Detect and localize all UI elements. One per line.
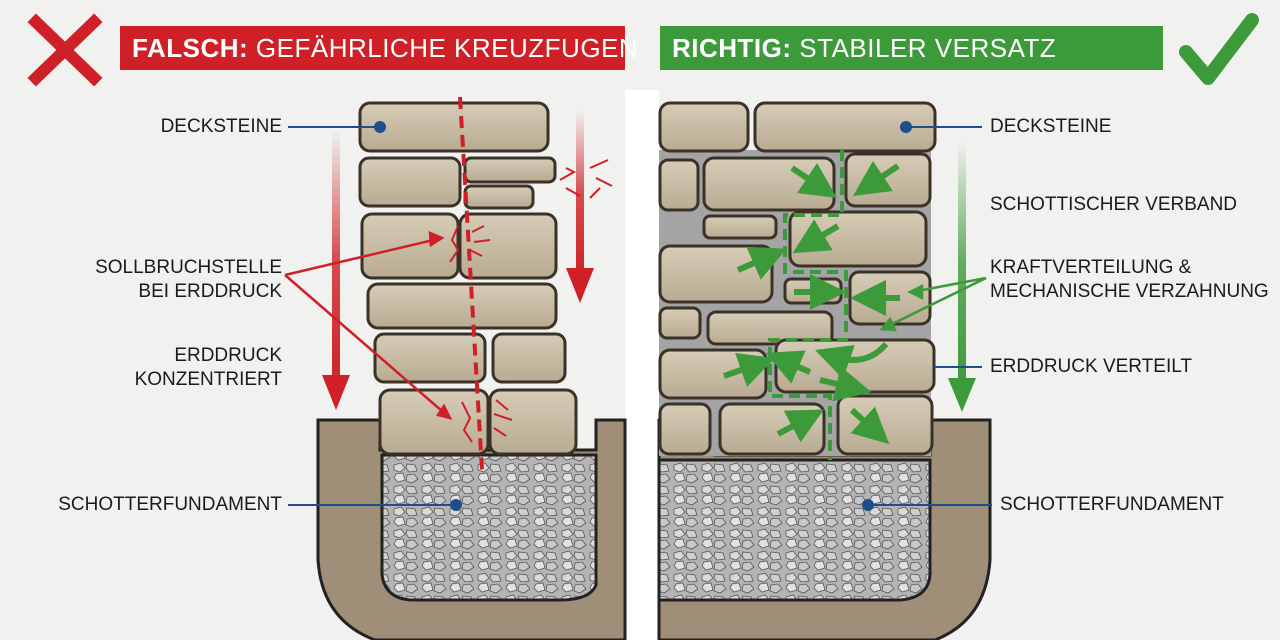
banner-right-strong: RICHTIG:	[672, 33, 792, 63]
right-gravel	[657, 458, 932, 602]
banner-wrong-strong: FALSCH:	[132, 33, 249, 63]
left-wall-stones	[358, 101, 578, 456]
label-erddruck-verteilt: ERDDRUCK VERTEILT	[990, 356, 1192, 377]
cracks	[449, 159, 613, 443]
banner-right: RICHTIG: STABILER VERSATZ	[660, 26, 1163, 70]
label-decksteine-right: DECKSTEINE	[990, 116, 1112, 137]
label-sollbruch-line2: BEI ERDDRUCK	[138, 281, 282, 302]
leader-lines	[288, 121, 992, 511]
cross-icon	[27, 13, 103, 87]
label-schotter-left: SCHOTTERFUNDAMENT	[58, 494, 282, 515]
versatz-line	[768, 150, 848, 460]
right-pressure-arrow	[948, 140, 976, 412]
kraft-pointers	[879, 276, 987, 332]
sollbruch-pointers	[284, 231, 453, 420]
force-arrows	[723, 161, 900, 445]
label-erddruck-line1: ERDDRUCK	[174, 345, 282, 366]
banner-wrong: FALSCH: GEFÄHRLICHE KREUZFUGEN	[120, 26, 638, 70]
label-sollbruch-line1: SOLLBRUCHSTELLE	[95, 257, 282, 278]
label-kraft-line1: KRAFTVERTEILUNG &	[990, 257, 1192, 278]
label-erddruck-konzentriert: ERDDRUCK KONZENTRIERT	[135, 344, 282, 392]
label-kraft-line2: MECHANISCHE VERZAHNUNG	[990, 281, 1269, 302]
label-sollbruchstelle: SOLLBRUCHSTELLE BEI ERDDRUCK	[95, 256, 282, 304]
label-kraftverteilung: KRAFTVERTEILUNG & MECHANISCHE VERZAHNUNG	[990, 256, 1269, 304]
label-schottischer-verband: SCHOTTISCHER VERBAND	[990, 194, 1238, 215]
left-pressure-arrows	[322, 110, 594, 410]
banner-wrong-text: GEFÄHRLICHE KREUZFUGEN	[255, 33, 639, 63]
label-schotter-right: SCHOTTERFUNDAMENT	[1000, 494, 1224, 515]
kreuzfuge-line	[458, 96, 484, 471]
banner-right-text: STABILER VERSATZ	[799, 33, 1057, 63]
checkmark-icon	[1179, 13, 1259, 85]
left-gravel	[380, 453, 598, 602]
label-decksteine-left: DECKSTEINE	[160, 116, 282, 137]
panel-divider	[625, 90, 659, 640]
label-erddruck-line2: KONZENTRIERT	[134, 369, 282, 390]
